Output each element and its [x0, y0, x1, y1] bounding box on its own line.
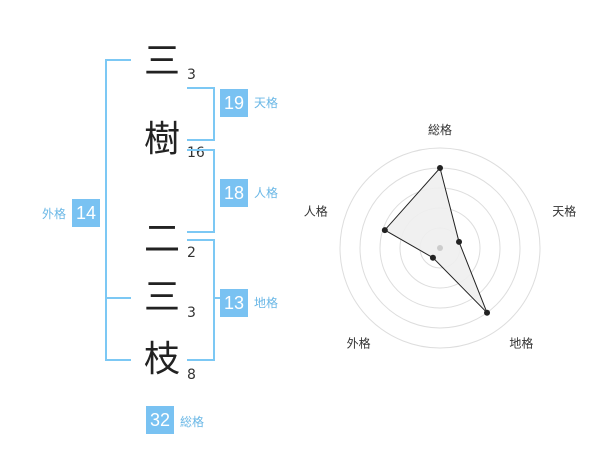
radar-axis-label: 天格 — [552, 204, 576, 219]
stroke-count-5: 8 — [187, 367, 196, 383]
name-char-5: 枝 — [143, 339, 180, 380]
radar-axis-label: 総格 — [428, 122, 452, 137]
soukaku-value-badge: 32 — [146, 406, 174, 434]
radar-point — [429, 254, 436, 261]
radar-point — [381, 227, 388, 234]
radar-axis-label: 外格 — [347, 336, 371, 351]
radar-axis-label: 人格 — [304, 204, 328, 219]
stroke-count-1: 3 — [187, 67, 196, 83]
jinkaku-label: 人格 — [254, 186, 279, 200]
radar-grid-ring — [339, 147, 541, 349]
tenkaku-value-badge: 19 — [220, 89, 248, 117]
name-char-2: 樹 — [143, 119, 180, 160]
stroke-count-4: 3 — [187, 305, 196, 321]
soukaku-label: 総格 — [180, 415, 205, 429]
chikaku-value-badge: 13 — [220, 289, 248, 317]
chikaku-bracket-connector — [213, 297, 223, 299]
radar-center-dot — [437, 245, 443, 251]
jinkaku-value-badge: 18 — [220, 179, 248, 207]
radar-point — [484, 309, 491, 316]
radar-axis-label: 地格 — [509, 336, 533, 351]
name-char-1: 三 — [143, 41, 180, 82]
stroke-count-3: 2 — [187, 245, 196, 261]
tenkaku-bracket — [187, 87, 215, 141]
radar-point — [437, 165, 443, 171]
gaikaku-bracket — [105, 59, 131, 361]
jinkaku-bracket — [187, 149, 215, 233]
name-char-4: 三 — [143, 277, 180, 318]
radar-area — [384, 166, 488, 314]
radar-point — [456, 238, 463, 245]
gaikaku-bracket-divider — [105, 297, 131, 299]
chikaku-bracket — [187, 239, 215, 361]
name-char-3: 二 — [143, 219, 180, 260]
gaikaku-value-badge: 14 — [72, 199, 100, 227]
chikaku-label: 地格 — [254, 296, 279, 310]
gaikaku-label: 外格 — [42, 207, 67, 221]
tenkaku-label: 天格 — [254, 96, 279, 110]
